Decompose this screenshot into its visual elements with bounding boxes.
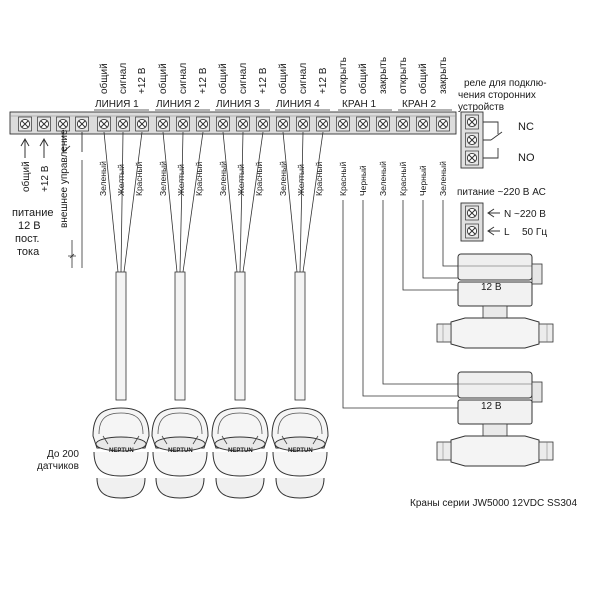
terminal-group-labels: ЛИНИЯ 1 ЛИНИЯ 2 ЛИНИЯ 3 ЛИНИЯ 4 КРАН 1 К…: [94, 99, 452, 111]
wire-line3-green: Зеленый: [218, 161, 228, 196]
mains-l-label: L: [504, 227, 510, 238]
label-valve1-common: общий: [357, 63, 369, 94]
relay-title-line2: чения сторонних: [458, 90, 536, 101]
sensor-1: NEPTUN: [92, 407, 150, 499]
terminal-block: [9, 111, 457, 135]
group-line1: ЛИНИЯ 1: [95, 99, 139, 110]
terminal-top-labels: общий сигнал +12 В общий сигнал +12 В об…: [98, 57, 449, 94]
wire-line2-red: Красный: [194, 162, 204, 196]
label-line4-signal: сигнал: [298, 63, 309, 94]
power-note-line2: 12 В: [18, 220, 41, 232]
group-valve1: КРАН 1: [342, 99, 376, 110]
sensor-wire-labels: Зеленый Желтый Красный Зеленый Желтый Кр…: [98, 161, 324, 196]
relay-title-line3: устройств: [458, 102, 504, 113]
wire-line1-red: Красный: [134, 162, 144, 196]
wire-line3-yellow: Желтый: [236, 164, 246, 196]
group-line3: ЛИНИЯ 3: [216, 99, 260, 110]
wire-valve2-green: Зеленый: [438, 161, 448, 196]
external-control: внешнее управление: [59, 129, 83, 268]
power-note-line4: тока: [17, 246, 40, 258]
valve-1: 12 В: [436, 253, 554, 349]
relay-title-line1: реле для подклю-: [464, 78, 547, 89]
label-external-control: внешнее управление: [59, 129, 70, 228]
group-line2: ЛИНИЯ 2: [156, 99, 200, 110]
wire-line2-green: Зеленый: [158, 161, 168, 196]
wire-line4-yellow: Желтый: [296, 164, 306, 196]
wire-line4-green: Зеленый: [278, 161, 288, 196]
mains-block: питание ~220 В АС N ~220 В L 50 Гц: [457, 187, 547, 242]
label-line2-12v: +12 В: [198, 67, 209, 94]
sensor-wiring: [103, 131, 324, 401]
label-valve1-open: открыть: [338, 57, 349, 94]
sensor-3: NEPTUN: [211, 407, 269, 499]
wire-line1-green: Зеленый: [98, 161, 108, 196]
label-line3-common: общий: [217, 63, 229, 94]
label-line4-common: общий: [277, 63, 289, 94]
group-valve2: КРАН 2: [402, 99, 436, 110]
label-valve1-close: закрыть: [378, 57, 389, 94]
power-note-line3: пост.: [15, 233, 39, 245]
mains-title: питание ~220 В АС: [457, 187, 546, 198]
sensor-count-line2: датчиков: [37, 461, 79, 472]
sensor-4: NEPTUN: [271, 407, 329, 499]
mains-n-label: N ~220 В: [504, 209, 546, 220]
sensor-1-brand: NEPTUN: [109, 448, 134, 454]
sensor-4-brand: NEPTUN: [288, 448, 313, 454]
label-valve2-open: открыть: [398, 57, 409, 94]
relay-no-label: NO: [518, 152, 535, 164]
label-power-common: общий: [20, 161, 32, 192]
wire-line1-yellow: Желтый: [116, 164, 126, 196]
valve-wiring: [342, 200, 458, 409]
sensor-count-line1: До 200: [47, 449, 79, 460]
label-line4-12v: +12 В: [318, 67, 329, 94]
relay-nc-label: NC: [518, 121, 534, 133]
label-valve2-common: общий: [417, 63, 429, 94]
label-line3-signal: сигнал: [238, 63, 249, 94]
power-input: общий +12 В питание 12 В пост. тока: [12, 137, 53, 258]
wire-line3-red: Красный: [254, 162, 264, 196]
valve-2: 12 В: [436, 371, 554, 467]
power-note-line1: питание: [12, 207, 53, 219]
sensor-3-brand: NEPTUN: [228, 448, 253, 454]
wire-valve1-green: Зеленый: [378, 161, 388, 196]
label-line1-common: общий: [98, 63, 110, 94]
wire-valve1-black: Черный: [358, 165, 368, 196]
label-power-12v: +12 В: [40, 165, 51, 192]
wire-valve2-black: Черный: [418, 165, 428, 196]
label-line2-signal: сигнал: [178, 63, 189, 94]
valve-1-voltage: 12 В: [481, 282, 502, 293]
label-line3-12v: +12 В: [258, 67, 269, 94]
sensor-2: NEPTUN: [151, 407, 209, 499]
label-valve2-close: закрыть: [438, 57, 449, 94]
group-line4: ЛИНИЯ 4: [276, 99, 320, 110]
wire-line2-yellow: Желтый: [176, 164, 186, 196]
mains-hz-label: 50 Гц: [522, 227, 547, 238]
wire-valve1-red: Красный: [338, 162, 348, 196]
relay-block: реле для подклю- чения сторонних устройс…: [458, 78, 547, 169]
footer-caption: Краны серии JW5000 12VDC SS304: [410, 498, 577, 509]
label-line2-common: общий: [157, 63, 169, 94]
valve-2-voltage: 12 В: [481, 401, 502, 412]
wire-valve2-red: Красный: [398, 162, 408, 196]
wire-line4-red: Красный: [314, 162, 324, 196]
valve-wire-labels: Красный Черный Зеленый Красный Черный Зе…: [338, 161, 448, 196]
sensor-2-brand: NEPTUN: [168, 448, 193, 454]
label-line1-12v: +12 В: [137, 67, 148, 94]
label-line1-signal: сигнал: [118, 63, 129, 94]
